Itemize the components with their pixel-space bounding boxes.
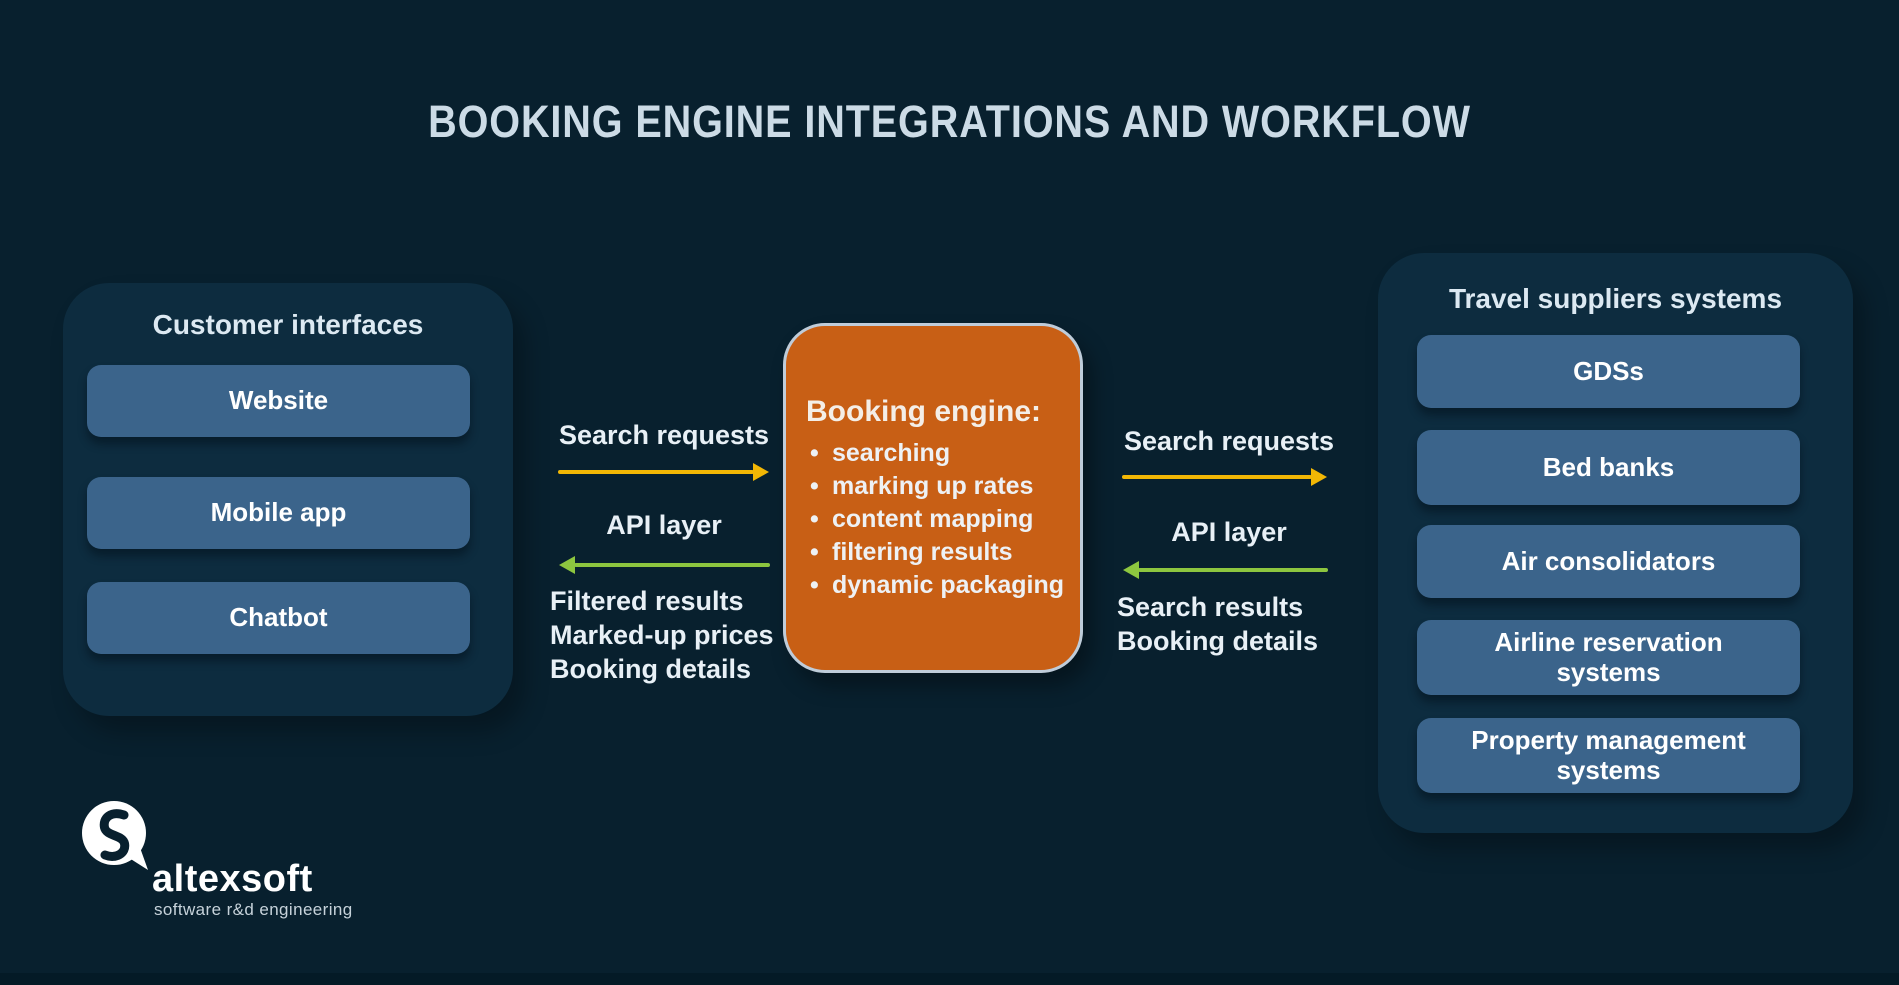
node-website-label: Website xyxy=(228,385,329,416)
feature-label: filtering results xyxy=(832,537,1013,566)
node-bed-banks: Bed banks xyxy=(1417,430,1800,505)
node-property-management-systems: Property management systems xyxy=(1417,718,1800,793)
booking-engine-box: Booking engine: • searching • marking up… xyxy=(783,323,1083,673)
node-gdss: GDSs xyxy=(1417,335,1800,408)
bullet-icon: • xyxy=(810,537,819,566)
list-item: • searching xyxy=(806,437,1074,470)
right-response-line: Booking details xyxy=(1117,626,1319,656)
list-item: • marking up rates xyxy=(806,470,1074,503)
left-results-arrow-left-icon xyxy=(559,556,770,574)
left-api-layer-label: API layer xyxy=(606,510,722,540)
list-item: • filtering results xyxy=(806,536,1074,569)
list-item: • dynamic packaging xyxy=(806,569,1074,602)
left-search-requests-arrow-right-icon xyxy=(558,463,769,481)
bullet-icon: • xyxy=(810,471,819,500)
node-website: Website xyxy=(87,365,470,437)
right-response-lines: Search results Booking details xyxy=(1117,590,1318,658)
right-search-requests-label: Search requests xyxy=(1123,426,1335,456)
altexsoft-logo-icon xyxy=(82,801,148,870)
bullet-icon: • xyxy=(810,570,819,599)
right-search-requests-arrow-right-icon xyxy=(1122,468,1327,486)
bottom-strip xyxy=(0,973,1899,985)
altexsoft-logo: altexsoft software r&d engineering xyxy=(78,798,378,928)
booking-engine-feature-list: • searching • marking up rates • content… xyxy=(806,437,1074,602)
altexsoft-tagline: software r&d engineering xyxy=(154,900,353,919)
page-title: BOOKING ENGINE INTEGRATIONS AND WORKFLOW xyxy=(428,96,1471,147)
altexsoft-wordmark: altexsoft xyxy=(152,858,313,900)
node-air-consolidators: Air consolidators xyxy=(1417,525,1800,598)
node-chatbot-label: Chatbot xyxy=(229,602,328,633)
right-api-layer-label: API layer xyxy=(1171,517,1287,547)
travel-suppliers-heading: Travel suppliers systems xyxy=(1448,283,1783,314)
node-gdss-label: GDSs xyxy=(1573,355,1644,386)
node-air-consolidators-label: Air consolidators xyxy=(1501,545,1716,576)
left-response-line: Booking details xyxy=(550,654,752,684)
left-response-line: Marked-up prices xyxy=(550,620,774,650)
feature-label: content mapping xyxy=(832,504,1034,533)
travel-suppliers-panel: Travel suppliers systems GDSs Bed banks … xyxy=(1378,253,1853,833)
bullet-icon: • xyxy=(810,504,819,533)
left-response-lines: Filtered results Marked-up prices Bookin… xyxy=(550,584,774,686)
list-item: • content mapping xyxy=(806,503,1074,536)
node-mobile-app: Mobile app xyxy=(87,477,470,549)
customer-interfaces-panel: Customer interfaces Website Mobile app C… xyxy=(63,283,513,716)
booking-engine-heading: Booking engine: xyxy=(806,394,1041,428)
node-mobile-app-label: Mobile app xyxy=(210,497,347,528)
feature-label: searching xyxy=(832,438,951,467)
left-search-requests-label: Search requests xyxy=(558,420,770,450)
right-results-arrow-left-icon xyxy=(1123,561,1328,579)
node-bed-banks-label: Bed banks xyxy=(1542,451,1675,482)
customer-interfaces-heading: Customer interfaces xyxy=(152,309,424,340)
node-airline-reservation-systems-label: Airline reservation systems xyxy=(1494,626,1723,687)
feature-label: marking up rates xyxy=(832,471,1034,500)
feature-label: dynamic packaging xyxy=(832,570,1065,599)
left-response-line: Filtered results xyxy=(550,586,744,616)
bullet-icon: • xyxy=(810,438,819,467)
right-response-line: Search results xyxy=(1117,592,1304,622)
node-chatbot: Chatbot xyxy=(87,582,470,654)
node-property-management-systems-label: Property management systems xyxy=(1471,724,1746,785)
node-airline-reservation-systems: Airline reservation systems xyxy=(1417,620,1800,695)
